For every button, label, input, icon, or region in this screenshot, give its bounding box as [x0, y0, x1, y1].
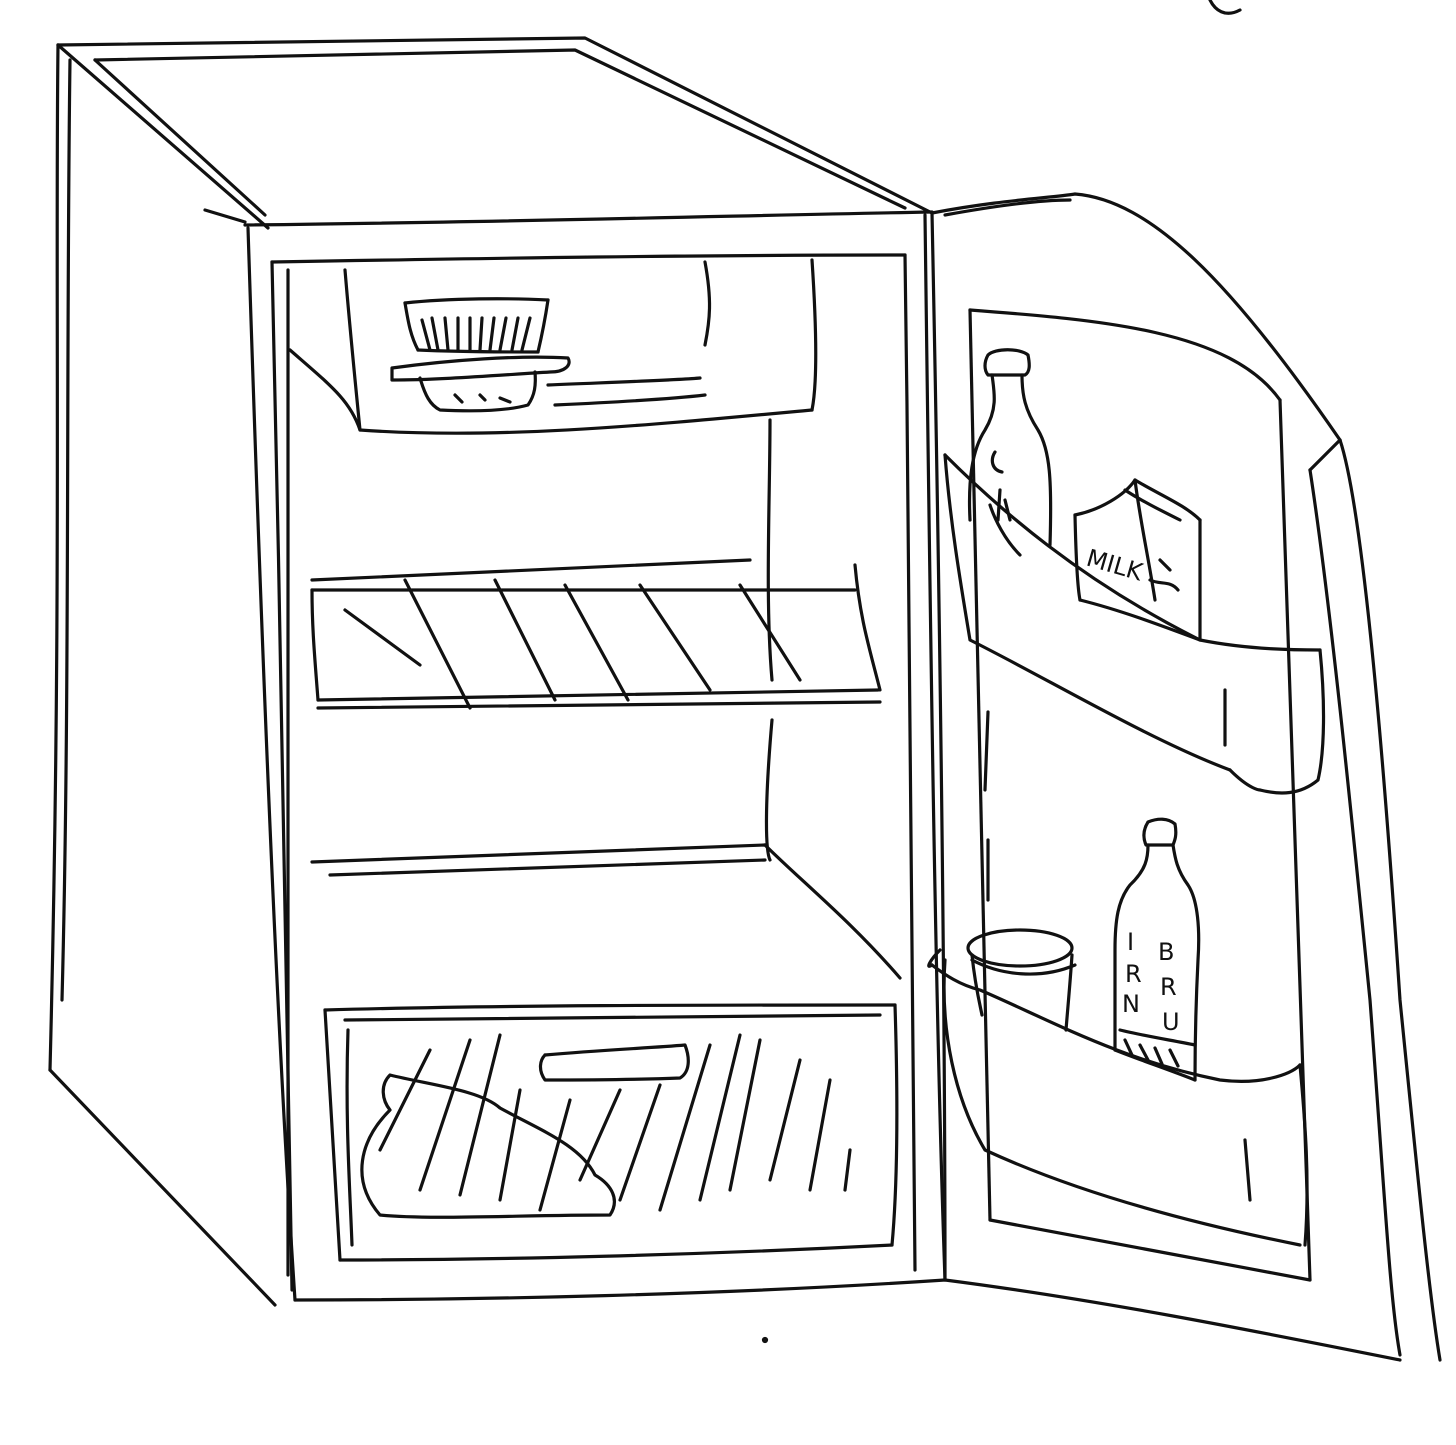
irn-letter: I [1127, 928, 1134, 956]
ink-lines [48, 0, 1442, 1362]
door-shelf-upper [943, 453, 1326, 795]
fridge-interior [286, 268, 774, 1277]
fridge-shelf [310, 558, 902, 980]
irn-letter: N [1122, 990, 1140, 1018]
irn-bru-bottle [1113, 817, 1201, 1082]
food-container [390, 297, 571, 413]
door-shelf-lower [927, 838, 1309, 1247]
fridge-door [930, 192, 1442, 1362]
bru-letter: R [1160, 973, 1177, 1001]
bru-letter: U [1162, 1008, 1180, 1036]
irn-letter: R [1125, 960, 1142, 988]
fridge-cabinet [48, 36, 934, 1307]
yogurt-pot [966, 928, 1077, 1032]
sauce-bottle [967, 348, 1053, 557]
bru-letter: B [1158, 938, 1174, 966]
crisper-drawer [323, 1003, 899, 1262]
freezer-compartment [288, 258, 818, 435]
milk-carton [1073, 478, 1202, 642]
stray-marks [761, 0, 1242, 1344]
